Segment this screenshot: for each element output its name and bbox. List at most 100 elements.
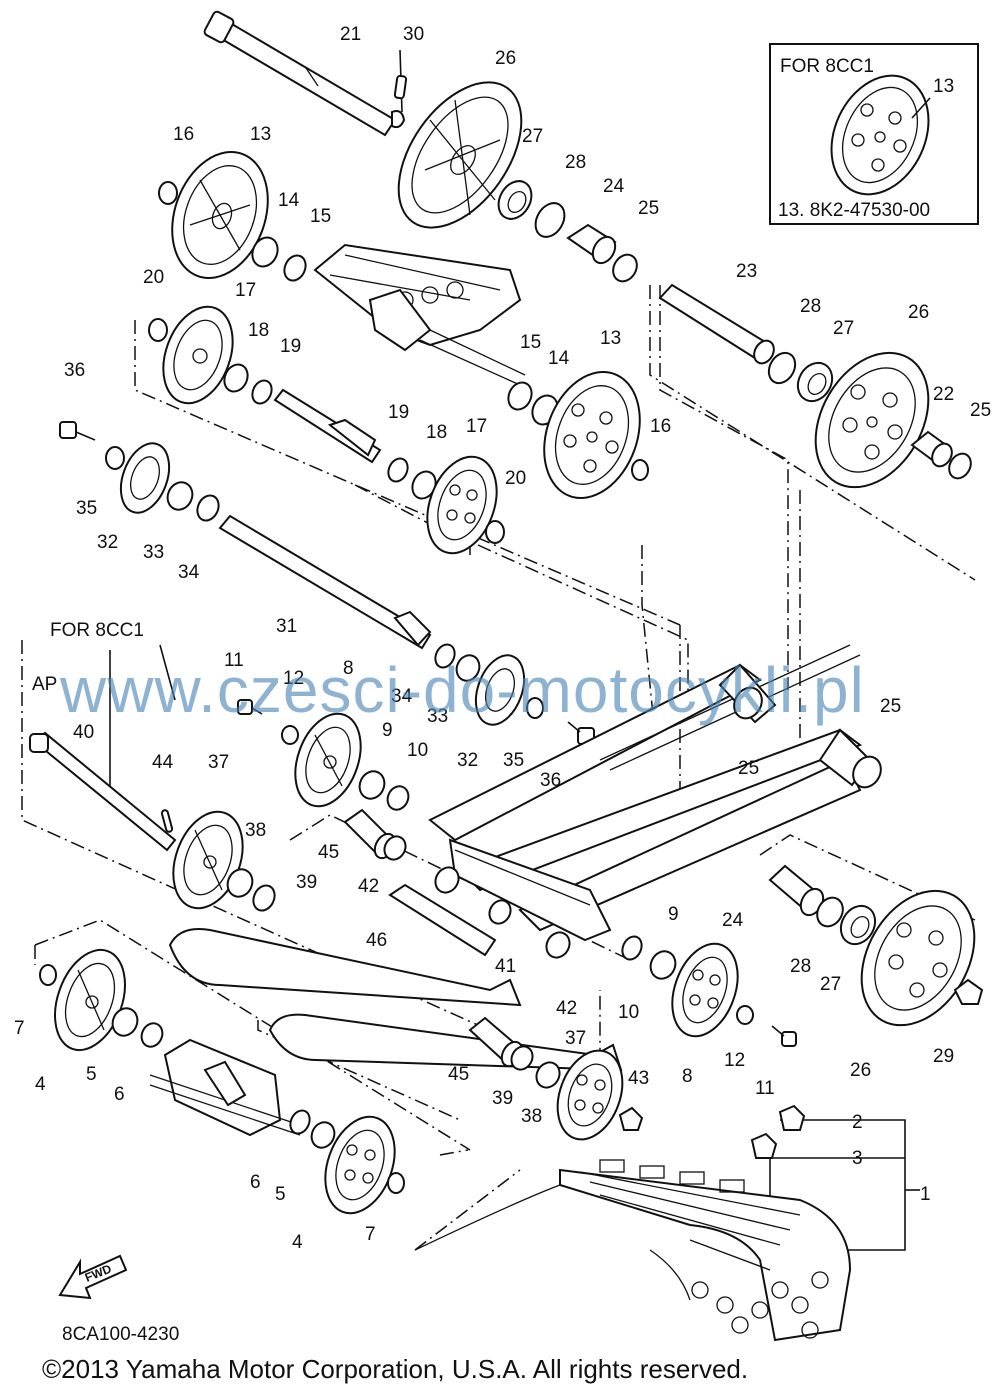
seal-28-right — [767, 351, 797, 385]
bolt-36-top — [59, 421, 96, 441]
bearing-38-left — [226, 868, 254, 898]
axle — [273, 388, 382, 464]
wheel-26-top — [397, 81, 523, 229]
shaft-21 — [203, 10, 397, 137]
callout-c18b: 18 — [426, 422, 447, 443]
bearing-27-top — [497, 180, 533, 220]
group-sub-label: AP — [32, 674, 57, 695]
callout-c30: 30 — [403, 24, 424, 45]
bearing-33-left — [166, 481, 194, 511]
callout-c9a: 9 — [382, 720, 393, 741]
inset-header: FOR 8CC1 — [780, 56, 874, 77]
callout-c13a: 13 — [250, 124, 271, 145]
shaft-31 — [218, 514, 432, 650]
callout-c34a: 34 — [178, 562, 200, 583]
callout-c6b: 6 — [250, 1172, 261, 1193]
callout-c32a: 32 — [97, 532, 118, 553]
callout-c4b: 4 — [292, 1232, 303, 1253]
callout-c14b: 14 — [548, 348, 570, 369]
wheel-26-low — [860, 889, 976, 1027]
callout-c33b: 33 — [427, 706, 448, 727]
callout-c27b: 27 — [833, 318, 854, 339]
clip-19-left — [251, 379, 273, 405]
callout-c6a: 6 — [114, 1084, 125, 1105]
bolt-11-left — [237, 699, 263, 715]
callout-c41: 41 — [495, 956, 516, 977]
callout-c9b: 9 — [668, 904, 679, 925]
bearing-27-low — [839, 904, 877, 946]
wheel-13-left — [171, 151, 269, 279]
bearing-5-right — [310, 1121, 336, 1149]
callout-c39b: 39 — [492, 1088, 513, 1109]
bearing-14-left — [251, 236, 279, 268]
callout-c7a: 7 — [14, 1018, 25, 1039]
callout-c21: 21 — [340, 24, 361, 45]
clip-34-mid — [434, 643, 456, 669]
callout-c13b: 13 — [600, 328, 621, 349]
washer-16-right — [631, 459, 649, 481]
washer-41 — [488, 899, 512, 925]
clip-35-mid — [526, 697, 544, 719]
callout-c28a: 28 — [565, 152, 586, 173]
callout-c40: 40 — [73, 722, 94, 743]
callout-c18a: 18 — [248, 320, 269, 341]
fwd-arrow: FWD — [58, 1254, 128, 1300]
clip-35-left — [105, 446, 125, 470]
clip-15-right — [507, 381, 533, 411]
wheel-4-left — [54, 948, 126, 1052]
wheel-4-right — [324, 1115, 396, 1215]
callout-c15b: 15 — [520, 332, 541, 353]
callout-c26a: 26 — [495, 48, 516, 69]
callout-c8a: 8 — [343, 658, 354, 679]
callout-c15a: 15 — [310, 206, 331, 227]
wheel-8-right — [671, 942, 739, 1038]
callout-c33a: 33 — [143, 542, 164, 563]
watermark: www.czesci-do-motocykli.pl — [59, 654, 865, 726]
parts: FWD — [29, 10, 984, 1342]
callout-c31: 31 — [276, 616, 297, 637]
wheel-37-low — [556, 1049, 624, 1141]
callout-c10a: 10 — [407, 740, 428, 761]
callout-c17b: 17 — [466, 416, 487, 437]
shock-assembly — [388, 838, 612, 957]
nut-29 — [953, 978, 984, 1005]
callout-c25b: 25 — [970, 400, 991, 421]
collar-23 — [658, 283, 775, 365]
inset-note: 13. 8K2-47530-00 — [778, 200, 930, 221]
wheel-26-right — [814, 351, 930, 489]
inset-wheel — [830, 74, 930, 196]
callout-c19b: 19 — [388, 402, 409, 423]
wheel-17-right — [426, 455, 498, 555]
clip-10-right — [621, 935, 643, 961]
wheel-37-left — [172, 810, 244, 910]
diagram-code: 8CA100-4230 — [62, 1324, 179, 1345]
callout-c45a: 45 — [318, 842, 339, 863]
bearing-9-left — [358, 770, 386, 800]
clip-39-left — [252, 884, 276, 912]
wheel-32-mid — [474, 654, 526, 726]
washer-25-mid-b — [852, 755, 882, 789]
bearing-18-left — [223, 363, 249, 393]
collar-24-top — [566, 223, 617, 265]
callout-c5b: 5 — [275, 1184, 286, 1205]
callout-c16a: 16 — [173, 124, 194, 145]
callout-c26c: 26 — [850, 1060, 871, 1081]
inset-callout: 13 — [933, 76, 954, 97]
washer-25-top — [612, 253, 638, 283]
callout-c44: 44 — [152, 752, 174, 773]
washer-12-right — [736, 1005, 754, 1025]
upper-arm-assembly — [313, 243, 526, 386]
callout-c23: 23 — [736, 261, 757, 282]
washer-42-top — [383, 835, 407, 861]
clip-34-left — [196, 494, 220, 522]
clip-19-right — [387, 457, 409, 483]
callout-c25c: 25 — [738, 758, 759, 779]
bearing-9-right — [649, 950, 677, 980]
clip-20-right — [485, 520, 505, 544]
callout-c24a: 24 — [603, 176, 625, 197]
callout-c14a: 14 — [278, 190, 300, 211]
callout-c28b: 28 — [800, 296, 821, 317]
washer-25-right — [948, 452, 972, 480]
inset-box: FOR 8CC1 13 13. 8K2-47530-00 — [769, 43, 979, 225]
